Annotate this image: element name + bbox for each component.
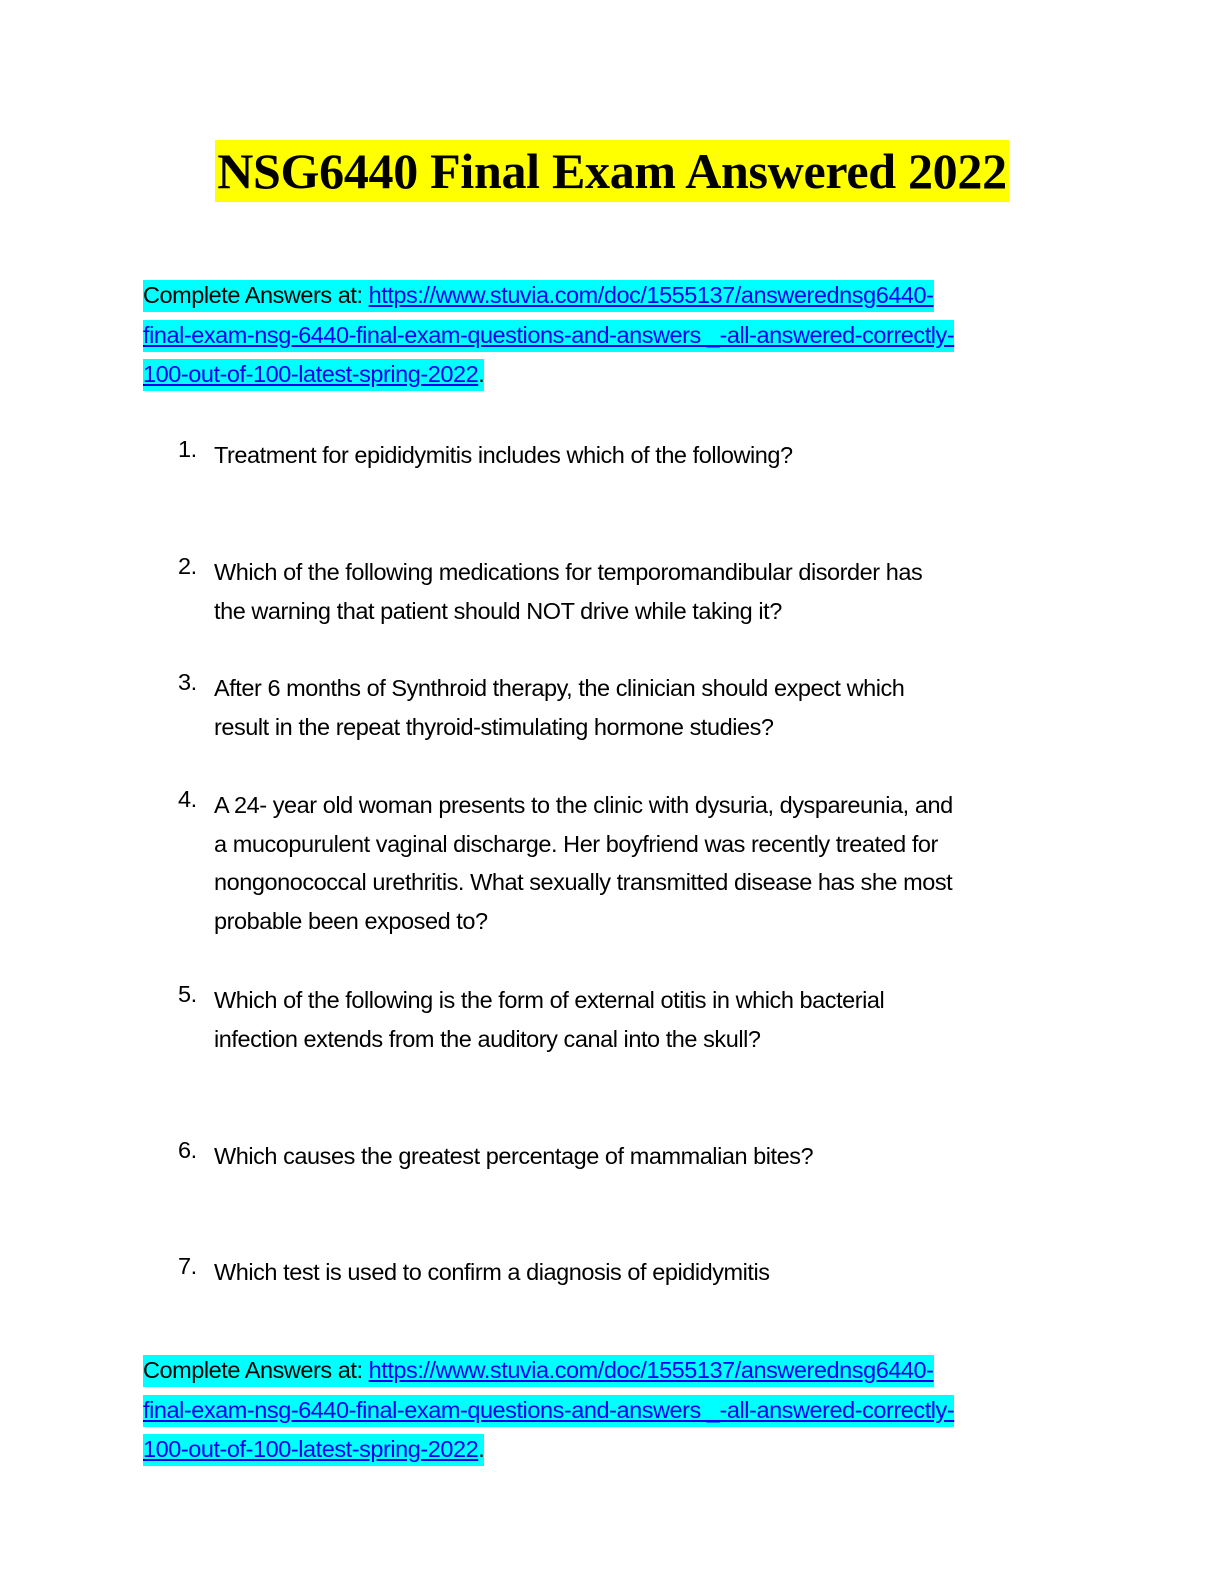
- question-text: Which test is used to confirm a diagnosi…: [214, 1253, 1074, 1292]
- promo-block-top: Complete Answers at: https://www.stuvia.…: [143, 276, 1063, 395]
- promo-link-line-1[interactable]: https://www.stuvia.com/doc/1555137/answe…: [368, 282, 934, 308]
- question-line: A 24- year old woman presents to the cli…: [214, 792, 953, 818]
- question-text: Which causes the greatest percentage of …: [214, 1137, 1074, 1176]
- promo-link-line-3[interactable]: 100-out-of-100-latest-spring-2022: [143, 1436, 479, 1462]
- promo-link-line-2[interactable]: final-exam-nsg-6440-final-exam-questions…: [143, 1396, 955, 1423]
- question-number: 7.: [178, 1253, 197, 1279]
- promo-block-bottom: Complete Answers at: https://www.stuvia.…: [143, 1351, 1063, 1470]
- question-line: After 6 months of Synthroid therapy, the…: [214, 675, 905, 701]
- question-number: 4.: [178, 786, 197, 812]
- question-line: infection extends from the auditory cana…: [214, 1025, 761, 1052]
- question-line: Which of the following medications for t…: [214, 559, 923, 585]
- question-line: nongonococcal urethritis. What sexually …: [214, 869, 953, 896]
- question-line: result in the repeat thyroid-stimulating…: [214, 713, 774, 740]
- question-line: Treatment for epididymitis includes whic…: [214, 442, 793, 468]
- question-number: 5.: [178, 981, 197, 1007]
- question-number: 1.: [178, 436, 197, 462]
- question-number: 6.: [178, 1137, 197, 1163]
- question-line: a mucopurulent vaginal discharge. Her bo…: [214, 830, 938, 857]
- question-text: Which of the following is the form of ex…: [214, 981, 1074, 1058]
- promo-link-line-2[interactable]: final-exam-nsg-6440-final-exam-questions…: [143, 321, 955, 348]
- promo-trailing-period: .: [478, 1436, 485, 1462]
- question-text: A 24- year old woman presents to the cli…: [214, 786, 1074, 941]
- promo-link-line-3[interactable]: 100-out-of-100-latest-spring-2022: [143, 361, 479, 387]
- document-title: NSG6440 Final Exam Answered 2022: [215, 140, 1009, 202]
- title-container: NSG6440 Final Exam Answered 2022: [0, 140, 1224, 202]
- question-line: the warning that patient should NOT driv…: [214, 597, 782, 624]
- promo-trailing-period: .: [478, 361, 485, 387]
- promo-link-line-1[interactable]: https://www.stuvia.com/doc/1555137/answe…: [368, 1357, 934, 1383]
- question-line: Which of the following is the form of ex…: [214, 987, 885, 1013]
- question-text: Treatment for epididymitis includes whic…: [214, 436, 1074, 475]
- question-number: 3.: [178, 669, 197, 695]
- question-text: After 6 months of Synthroid therapy, the…: [214, 669, 1074, 746]
- question-text: Which of the following medications for t…: [214, 553, 1074, 630]
- question-line: Which causes the greatest percentage of …: [214, 1143, 814, 1169]
- promo-label: Complete Answers at:: [143, 282, 369, 308]
- question-line: probable been exposed to?: [214, 908, 488, 935]
- question-number: 2.: [178, 553, 197, 579]
- promo-label: Complete Answers at:: [143, 1357, 369, 1383]
- question-line: Which test is used to confirm a diagnosi…: [214, 1259, 770, 1285]
